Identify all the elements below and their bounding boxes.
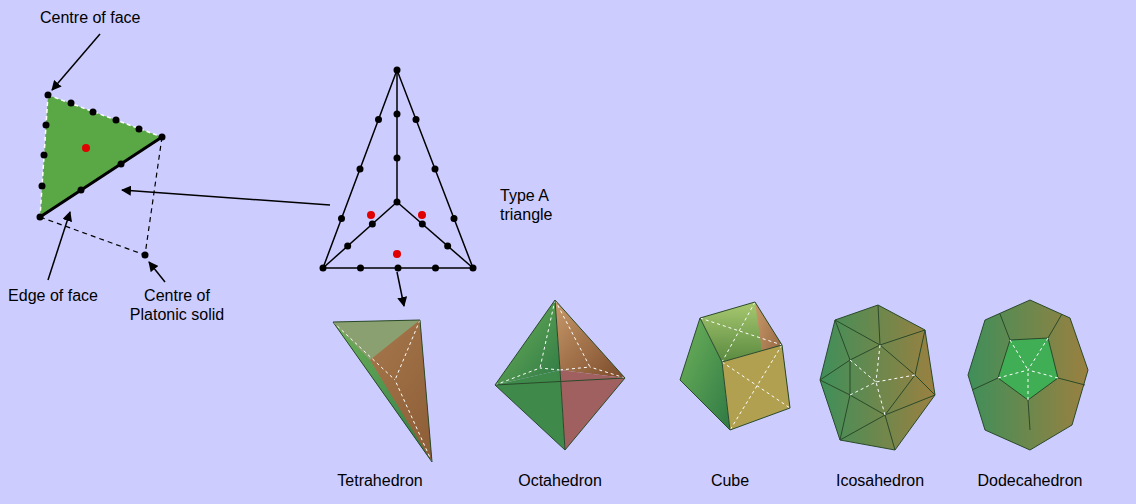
- label-text: Centre of face: [40, 8, 210, 27]
- label-text: Dodecahedron: [970, 471, 1090, 490]
- label-text: Centre of Platonic solid: [122, 286, 232, 324]
- label-text: Type A triangle: [500, 186, 590, 224]
- label-text: Octahedron: [505, 471, 615, 490]
- label-text: Icosahedron: [825, 471, 935, 490]
- label-text: Tetrahedron: [325, 471, 435, 490]
- label-text: Edge of face: [8, 286, 98, 305]
- label-text: Cube: [675, 471, 785, 490]
